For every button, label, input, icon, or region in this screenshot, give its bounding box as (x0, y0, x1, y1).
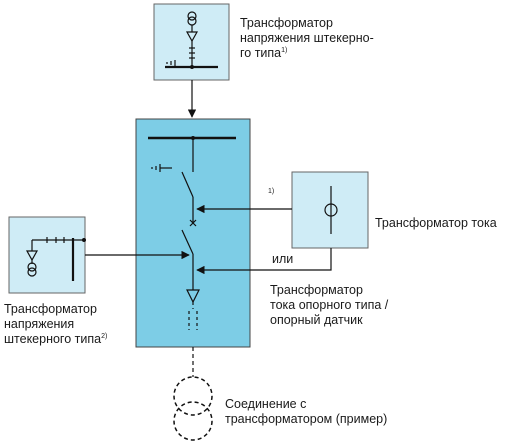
support-ct-label: Трансформатор тока опорного типа / опорн… (270, 283, 388, 328)
cable-connector-icon (186, 289, 200, 330)
ct-label: Трансформатор тока (375, 216, 497, 231)
or-text: или (272, 252, 294, 266)
transformer-circles-icon (173, 376, 213, 441)
vt-left-label: Трансформатор напряжения штекерного типа… (4, 302, 107, 347)
vt-left-line2: напряжения (4, 317, 75, 331)
support-ct-line3: опорный датчик (270, 313, 363, 327)
support-ct-line1: Трансформатор (270, 283, 363, 297)
current-transformer-icon (324, 186, 338, 234)
voltage-transformer-icon-left (25, 237, 84, 281)
support-ct-arrow (196, 248, 332, 275)
vt-top-line3: го типа (240, 46, 282, 60)
support-ct-line2: тока опорного типа / (270, 298, 389, 312)
connection-line1: Соединение с (225, 397, 307, 411)
ct-box (291, 171, 369, 249)
vt-left-line1: Трансформатор (4, 302, 97, 316)
disconnector-icon (181, 171, 197, 227)
vt-top-label: Трансформатор напряжения штекерно- го ти… (240, 16, 374, 61)
vt-top-note: 1) (281, 46, 288, 54)
note-marker: 1) (268, 188, 275, 195)
ct-line1: Трансформатор тока (375, 216, 497, 230)
earthing-switch-icon (151, 164, 172, 172)
vt-left-line3: штекерного типа (4, 332, 102, 346)
vt-left-note: 2) (101, 332, 108, 340)
vt-top-line2: напряжения штекерно- (240, 31, 374, 45)
connection-label: Соединение с трансформатором (пример) (225, 397, 387, 427)
circuit-breaker-icon (181, 229, 194, 290)
connection-line2: трансформатором (пример) (225, 412, 388, 426)
vt-top-line1: Трансформатор (240, 16, 333, 30)
